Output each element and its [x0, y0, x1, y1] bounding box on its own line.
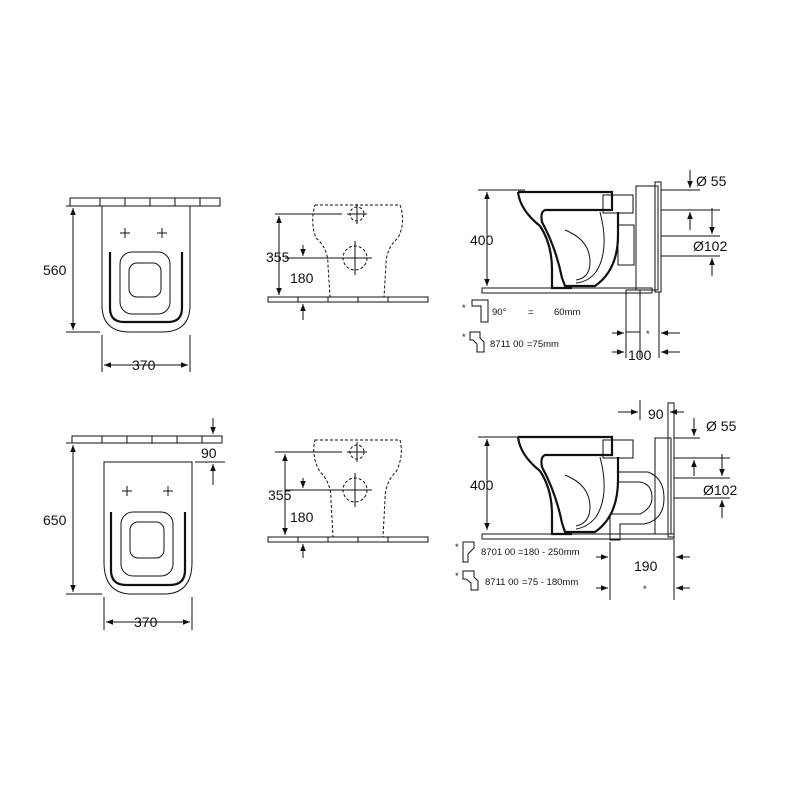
top-plan-fixing-mark-right	[157, 228, 167, 238]
bottom-plan-bowl-outline	[103, 461, 193, 595]
bottom-plan-view: 90 650 370	[43, 418, 225, 630]
bottom-plan-fixing-mark-left	[122, 486, 132, 496]
top-side-floor-strip	[481, 287, 653, 294]
bottom-fitting1-bend-icon	[462, 541, 475, 563]
bottom-fitting2-code: 8711 00	[485, 577, 519, 588]
top-front-height-b-label: 180	[290, 270, 314, 286]
bottom-side-extension-pipe	[609, 471, 665, 541]
bottom-plan-seat-opening	[120, 511, 174, 577]
bottom-side-outlet-diam-label: Ø 55	[706, 418, 737, 434]
top-side-pipe-diam-label: Ø102	[693, 238, 727, 254]
top-front-floor-strip	[267, 296, 429, 303]
top-plan-bowl-outline	[101, 206, 191, 333]
top-front-height-a-label: 355	[266, 249, 290, 265]
bottom-front-floor-strip	[267, 536, 429, 543]
top-fitting1-eq: =	[528, 307, 534, 318]
top-front-view: 355 180	[266, 204, 429, 320]
bottom-front-height-a-label: 355	[268, 487, 292, 503]
top-front-bowl-dashed	[312, 204, 404, 298]
bottom-fitting1-star: *	[455, 542, 459, 553]
bottom-fitting1-value: =180 - 250mm	[518, 547, 580, 558]
bottom-fitting2-star: *	[455, 571, 459, 582]
bottom-plan-fixing-mark-right	[163, 486, 173, 496]
bottom-side-floor-strip	[481, 533, 675, 540]
top-fitting1-elbow-icon	[471, 299, 489, 323]
top-fitting2-bend-icon	[469, 331, 485, 353]
bottom-side-cistern-block	[602, 439, 634, 459]
top-fitting1-star: *	[462, 303, 466, 314]
bottom-fitting2-bend-icon	[462, 570, 479, 591]
bottom-plan-width-label: 370	[134, 614, 158, 630]
bottom-side-height-label: 400	[470, 477, 494, 493]
bottom-plan-depth-label: 650	[43, 512, 67, 528]
top-side-height-label: 400	[470, 232, 494, 248]
top-side-view: 400 Ø 55 Ø102 * 100 * 90° = 60mm *	[462, 170, 727, 363]
top-fitting2-code: 8711 00	[490, 339, 524, 350]
bottom-front-cistern-mark	[347, 442, 367, 462]
bottom-front-bowl-dashed	[313, 439, 402, 538]
bottom-side-bowl-outline	[518, 435, 620, 534]
top-plan-seat-opening	[119, 251, 171, 315]
top-side-bowl-outline	[518, 190, 620, 288]
bottom-front-height-b-label: 180	[290, 509, 314, 525]
bottom-side-wall-panel	[654, 437, 672, 535]
top-side-cistern-block	[602, 194, 634, 214]
top-side-offset-label: 100	[628, 347, 652, 363]
bottom-plan-gap-label: 90	[201, 445, 217, 461]
top-fitting2-value: =75mm	[527, 339, 559, 350]
bottom-side-view: 400 90 Ø 55 Ø102 190 * * 8701 00 =180 - …	[455, 400, 737, 600]
top-side-outlet-pipe	[625, 289, 641, 333]
top-plan-bowl-rim	[108, 252, 184, 324]
top-plan-depth-label: 560	[43, 262, 67, 278]
bottom-side-offset-star: *	[643, 584, 647, 595]
top-front-cistern-mark	[347, 204, 367, 224]
top-fitting1-value: 60mm	[554, 307, 580, 318]
top-fitting1-angle: 90°	[492, 307, 507, 318]
bottom-fitting1-code: 8701 00	[481, 547, 515, 558]
bottom-side-offset-label: 190	[634, 558, 658, 574]
top-side-offset-star: *	[646, 329, 650, 340]
bottom-fitting2-value: =75 - 180mm	[522, 577, 578, 588]
top-side-wall-panel	[635, 185, 659, 291]
bottom-plan-wall-strip	[71, 435, 223, 444]
top-plan-width-label: 370	[132, 357, 156, 373]
bottom-side-gap-label: 90	[648, 406, 664, 422]
top-front-outlet-mark	[338, 241, 372, 275]
top-plan-fixing-mark-left	[120, 228, 130, 238]
top-fitting2-star: *	[462, 332, 466, 343]
bottom-side-pipe-diam-label: Ø102	[703, 482, 737, 498]
top-plan-view: 560 370	[43, 197, 221, 373]
bottom-front-view: 355 180	[267, 439, 429, 558]
top-side-outlet-diam-label: Ø 55	[696, 173, 727, 189]
top-plan-wall-strip	[69, 197, 221, 207]
bottom-front-outlet-mark	[338, 473, 372, 507]
bottom-plan-bowl-rim	[109, 512, 187, 587]
